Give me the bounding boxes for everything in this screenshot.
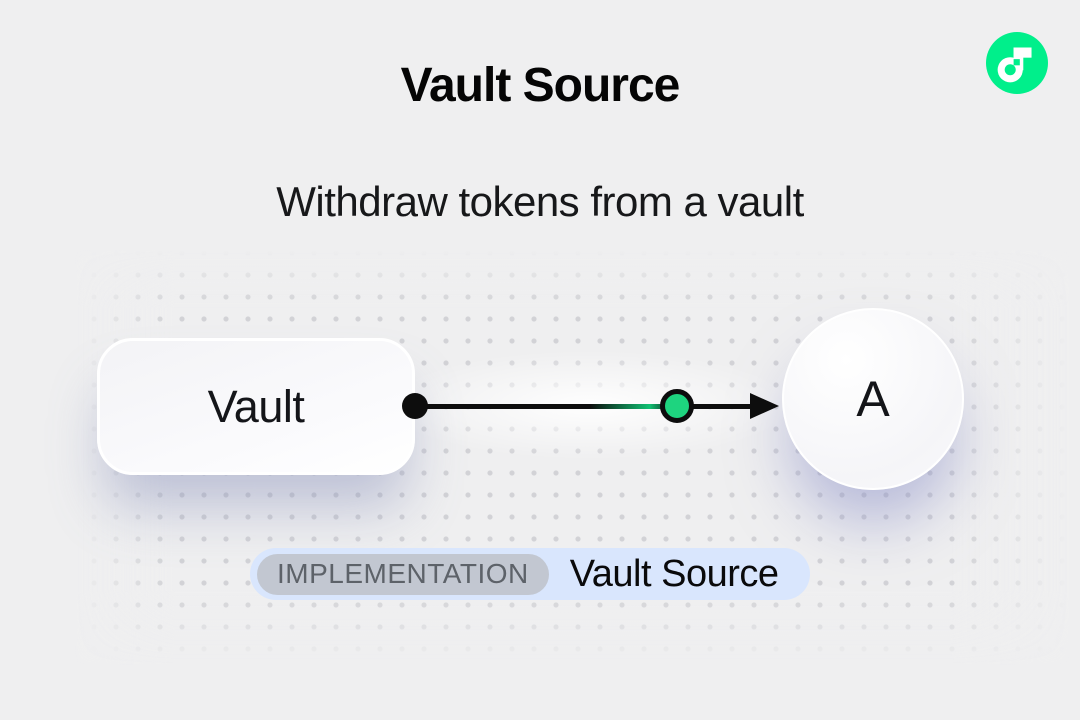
page-title: Vault Source <box>400 59 681 112</box>
badge-label: Vault Source <box>569 552 779 595</box>
arrowhead-icon <box>750 393 779 419</box>
flow-logo-icon <box>986 32 1048 94</box>
connector-start-dot <box>402 393 428 419</box>
account-node-label: A <box>856 371 890 427</box>
token-dot-icon <box>660 389 694 423</box>
vault-node-label: Vault <box>207 380 305 432</box>
implementation-badge: IMPLEMENTATION Vault Source <box>250 548 810 600</box>
account-node: A <box>782 308 964 490</box>
vault-node: Vault <box>97 338 415 475</box>
connector-line <box>415 404 765 409</box>
implementation-tag: IMPLEMENTATION <box>257 553 549 595</box>
page-subtitle: Withdraw tokens from a vault <box>276 178 804 225</box>
